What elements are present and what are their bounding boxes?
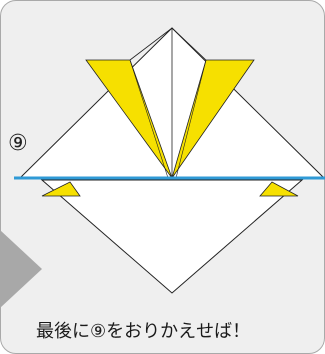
caption-text: 最後に⑨をおりかえせば！ (36, 321, 251, 342)
step-number-label: ⑨ (8, 131, 28, 156)
right-crease (175, 59, 207, 179)
left-small-triangle (41, 181, 81, 197)
right-small-triangle (259, 181, 299, 197)
left-horn (85, 59, 173, 179)
right-horn (171, 59, 255, 179)
bottom-flap (40, 179, 304, 294)
arrow-right-icon (0, 230, 42, 308)
left-crease (129, 59, 169, 179)
